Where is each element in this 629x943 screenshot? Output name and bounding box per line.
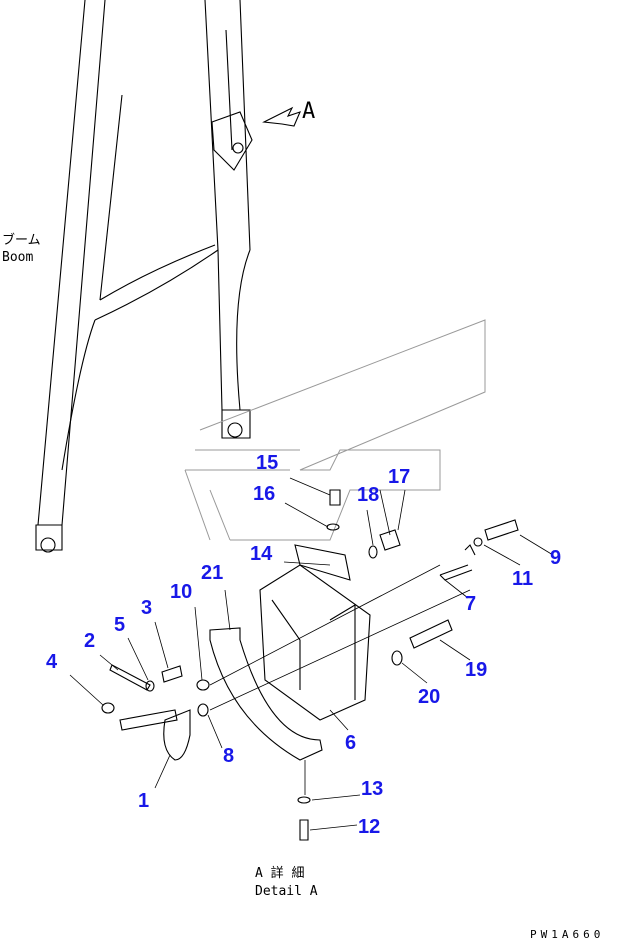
callout-17: 17 — [388, 466, 410, 488]
lamp-part-1 — [163, 709, 191, 761]
leader-lines — [69, 477, 554, 831]
view-arrow-label: A — [302, 99, 315, 124]
callout-12: 12 — [358, 816, 380, 838]
callout-14: 14 — [250, 543, 273, 565]
callout-5: 5 — [114, 614, 125, 636]
detail-label-jp: A 詳 細 — [255, 865, 304, 881]
callout-18: 18 — [357, 484, 379, 506]
bracket-location — [211, 111, 253, 171]
callout-13: 13 — [361, 778, 383, 800]
plate-part-14 — [294, 544, 351, 581]
detail-label-en: Detail A — [255, 884, 318, 899]
detail-arrow-outline — [184, 319, 486, 541]
callout-10: 10 — [170, 581, 192, 603]
callout-1: 1 — [138, 790, 149, 812]
callout-11: 11 — [512, 568, 533, 590]
boom-label-jp: ブーム — [2, 232, 41, 248]
callout-2: 2 — [84, 630, 95, 652]
callout-7: 7 — [465, 593, 476, 615]
drawing-code: PW1A660 — [530, 928, 604, 941]
bracket-part-6 — [259, 564, 371, 721]
boom-label-en: Boom — [2, 250, 33, 265]
callout-6: 6 — [345, 732, 356, 754]
boom-drawing: A — [35, 0, 315, 553]
callout-16: 16 — [253, 483, 275, 505]
callout-8: 8 — [223, 745, 234, 767]
callout-15: 15 — [256, 452, 278, 474]
callout-9: 9 — [550, 547, 561, 569]
plate-part-21 — [209, 627, 323, 761]
callouts: 1 2 3 4 5 6 7 8 9 10 11 12 13 14 15 16 1… — [46, 452, 561, 838]
callout-20: 20 — [418, 686, 440, 708]
callout-4: 4 — [46, 651, 58, 673]
view-arrow-icon — [262, 106, 301, 127]
callout-19: 19 — [465, 659, 487, 681]
callout-21: 21 — [201, 562, 223, 584]
parts — [101, 489, 519, 841]
callout-3: 3 — [141, 597, 152, 619]
